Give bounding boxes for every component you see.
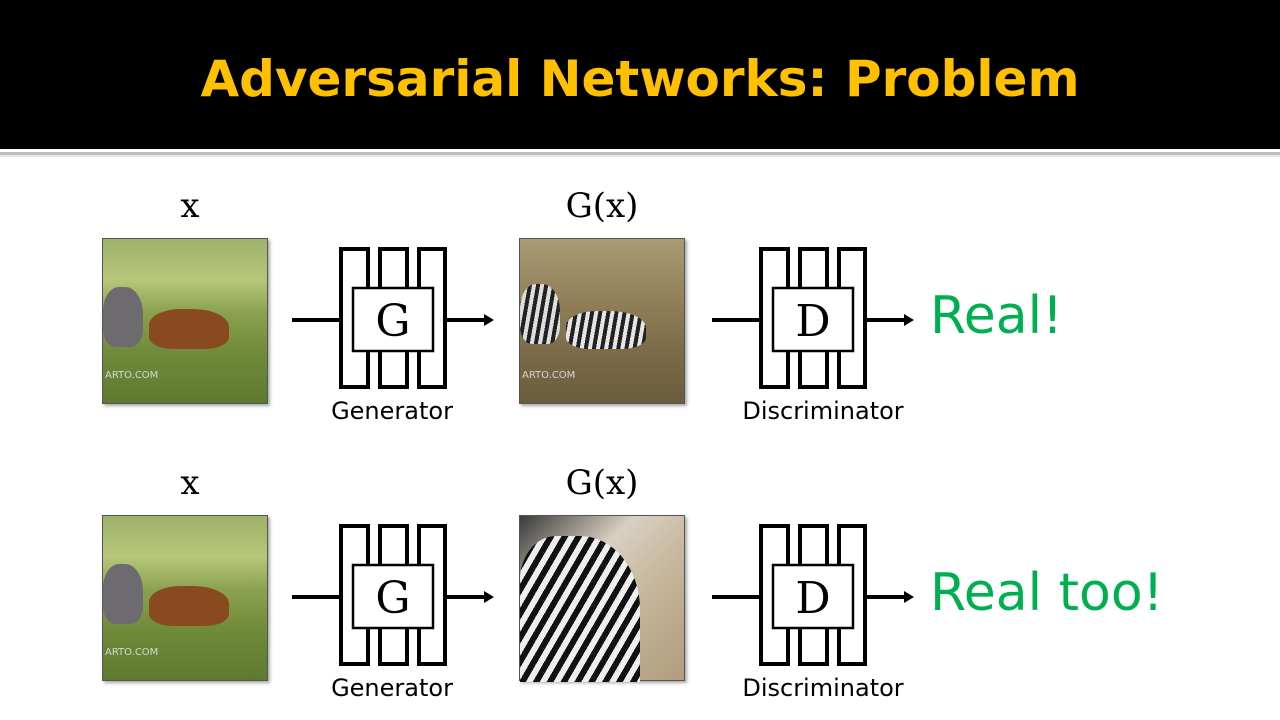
network-diagram — [292, 247, 914, 389]
network-diagram — [292, 524, 914, 666]
output-label: G(x) — [565, 186, 639, 226]
discriminator-symbol: D — [795, 296, 831, 347]
header-divider-shadow — [0, 155, 1280, 157]
discriminator-caption: Discriminator — [742, 674, 904, 702]
input-horse-image: ARTO.COM — [102, 238, 268, 404]
image-watermark: ARTO.COM — [105, 647, 159, 658]
input-horse-image: ARTO.COM — [102, 515, 268, 681]
generator-caption: Generator — [331, 397, 453, 425]
generated-zebra-image: ARTO.COM — [519, 238, 685, 404]
generator-block — [292, 247, 494, 389]
generator-block — [292, 524, 494, 666]
discriminator-symbol: D — [795, 573, 831, 624]
generated-zebra-image — [519, 515, 685, 682]
image-watermark: ARTO.COM — [522, 370, 576, 381]
diagram-row-real-too: x G(x) ARTO.COM G D Generator Discr — [0, 457, 1280, 707]
discriminator-caption: Discriminator — [742, 397, 904, 425]
generator-symbol: G — [375, 573, 411, 624]
generator-symbol: G — [375, 296, 411, 347]
discriminator-verdict: Real! — [930, 286, 1063, 346]
discriminator-block — [712, 247, 914, 389]
discriminator-block — [712, 524, 914, 666]
discriminator-verdict: Real too! — [930, 563, 1164, 623]
slide-header — [0, 0, 1280, 149]
image-watermark: ARTO.COM — [105, 370, 159, 381]
header-divider — [0, 152, 1280, 155]
input-label: x — [180, 463, 200, 503]
generator-caption: Generator — [331, 674, 453, 702]
slide-title: Adversarial Networks: Problem — [200, 50, 1080, 108]
diagram-row-real: x G(x) ARTO.COM ARTO.COM G D — [0, 180, 1280, 430]
output-label: G(x) — [565, 463, 639, 503]
input-label: x — [180, 186, 200, 226]
